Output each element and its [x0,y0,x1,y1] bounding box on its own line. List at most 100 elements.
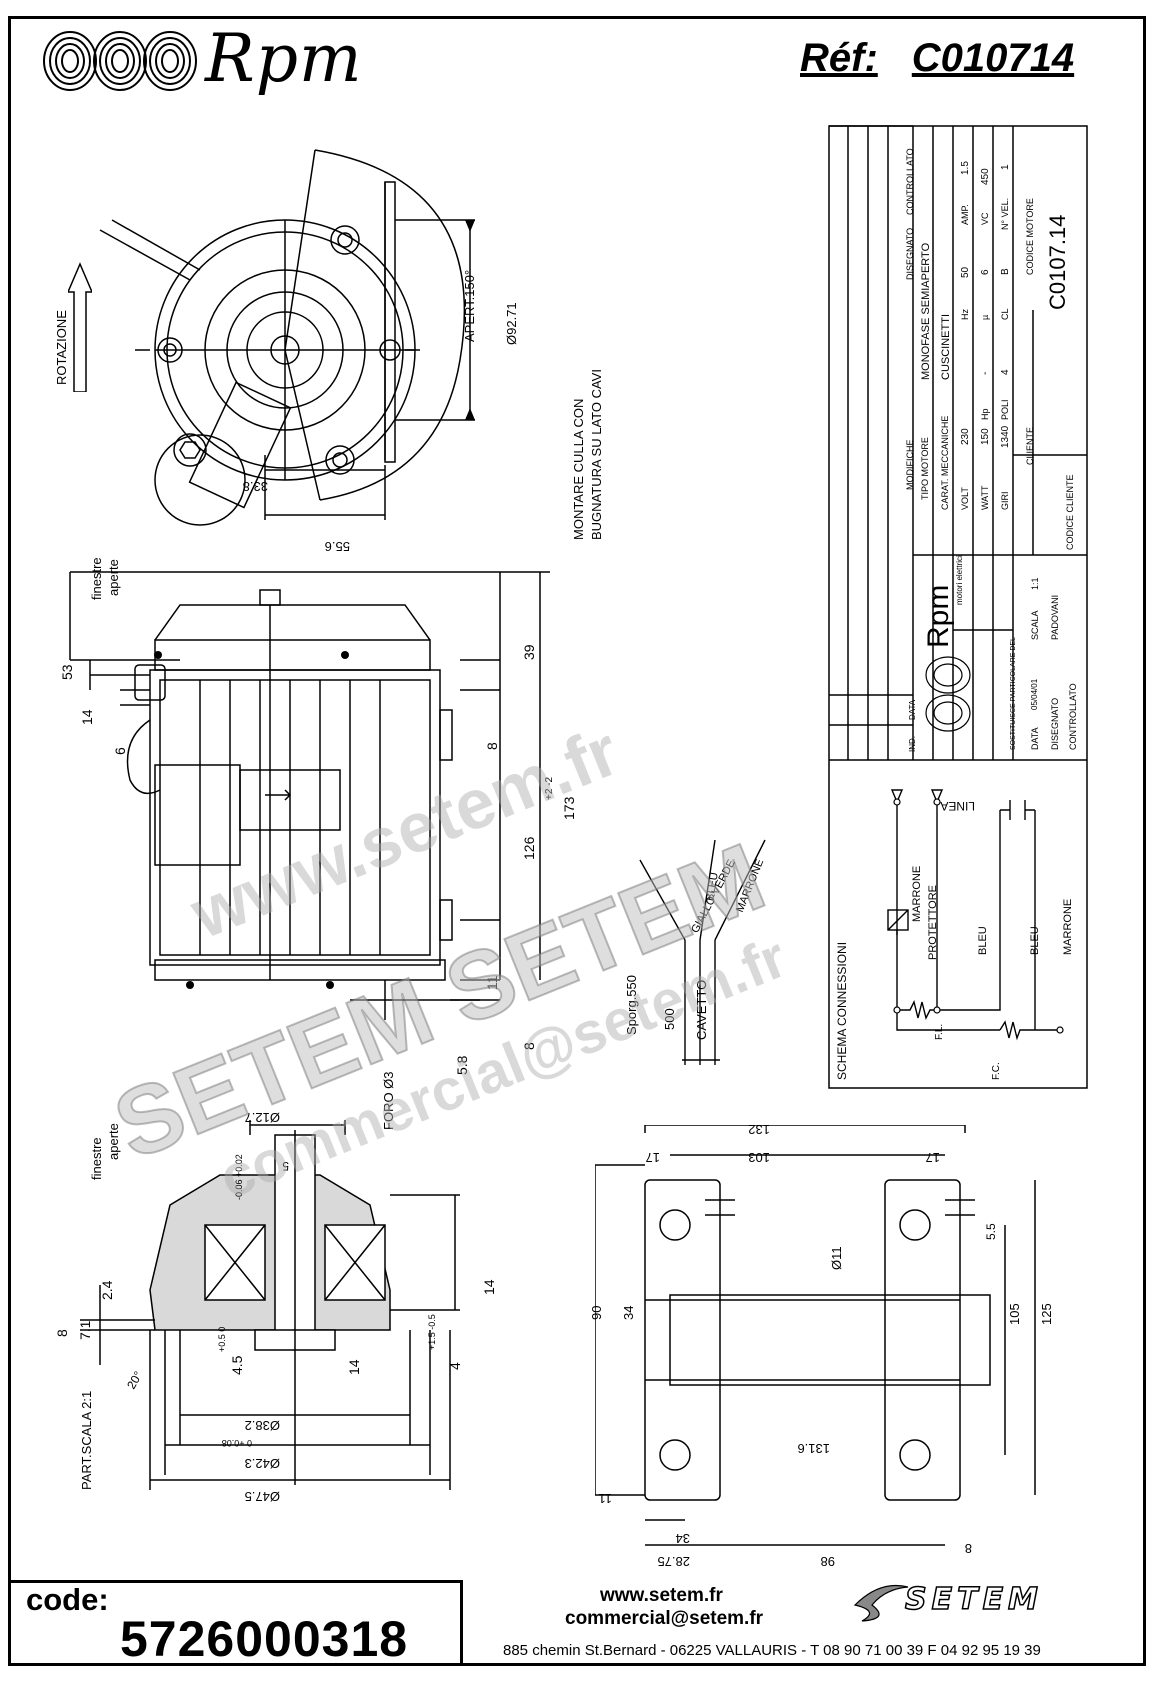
tb-rpm-sub: motori elettrici [955,555,964,605]
tb-vc-label: VC [980,212,990,225]
footer-email-link[interactable]: commercial@setem.fr [565,1608,764,1629]
dim-17-right: 17 [925,1150,940,1165]
dim-17-left: 17 [645,1150,660,1165]
tb-sostituisce: SOSTITUISCE PARTICOLARE DEL [1010,637,1017,750]
tb-disegnato2: DISEGNATO [1050,697,1060,750]
dim-53: 53 [59,664,75,680]
footer-website-link[interactable]: www.setem.fr [600,1585,723,1606]
cable-drawing [639,839,766,1065]
rotation-arrow-icon [68,262,92,392]
tb-tipo-motore: MONOFASE SEMIAPERTO [920,242,932,380]
tb-data-label: DATA [1030,727,1040,750]
dim-132: 132 [748,1122,770,1137]
tolerance-38-2: 0 +0.08 [221,1438,252,1448]
cradle-bottom-view [595,1125,1036,1546]
cable-label: CAVETTO [694,979,709,1040]
tb-codice-cliente: CODICE CLIENTE [1065,474,1075,550]
code-value: 5726000318 [120,1611,409,1667]
dim-14-detail-b: 14 [481,1279,497,1295]
schema-line-label: LINEA [940,799,975,813]
dim-131-6: 131.6 [797,1441,830,1456]
code-box [8,1580,463,1666]
title-block-frame [828,125,1088,1089]
dim-90: 90 [589,1305,604,1320]
schema-brown-1: MARRONE [911,865,923,922]
opening-angle-dim: APERT.150° [462,269,477,342]
dim-4-detail: 4 [447,1362,463,1370]
tb-scala-label: SCALA [1030,610,1040,640]
tb-carat-label: CARAT. MECCANICHE [940,415,950,510]
drawing-frame [8,16,1146,1666]
tb-poli: 4 [1000,369,1011,375]
dim-11-side: 11 [484,975,500,990]
tb-mu-label: µ [980,314,990,320]
dim-14-side: 14 [79,709,95,725]
tb-poli-label: POLI [1000,399,1010,420]
diameter-9271-dim: Ø92.71 [504,302,519,345]
diameter-38-2: Ø38.2 [244,1418,280,1433]
diameter-47-5: Ø47.5 [244,1489,280,1504]
motor-side-view [69,571,550,1020]
brand-title: Rpm [205,20,363,97]
tb-cl-label: CL [1000,308,1010,320]
dim-28-75: 28.75 [657,1554,690,1569]
tb-amp: 1.5 [960,161,971,175]
tb-hp-label: Hp [980,408,990,420]
dim-173: 173 [561,796,577,820]
tb-modifiche: MODIFICHE [905,439,915,491]
shaft-detail-section [80,1120,460,1490]
tb-amp-label: AMP. [960,204,970,225]
open-windows-top-label-2: aperte [106,559,121,596]
rotation-label: ROTAZIONE [54,310,69,385]
dim-103: 103 [748,1150,770,1165]
dim-125: 125 [1039,1303,1054,1325]
tb-carat: CUSCINETTI [940,314,952,380]
motor-top-view [99,149,475,526]
dim-7-1: 7.1 [77,1320,93,1340]
tb-ind: IND. [908,736,917,752]
tb-data: 05/04/01 [1030,678,1039,710]
dim-4-5: 4.5 [229,1355,245,1375]
tb-volt: 230 [960,428,971,445]
tb-rpm-coil-icon [925,656,971,732]
tb-cliente: CLIENTE [1025,426,1035,465]
dim-55-6: 55.6 [324,539,350,554]
tb-nvel-label: N° VEL. [1000,197,1010,230]
dim-8-lower: 8 [521,1042,537,1050]
dim-126: 126 [521,836,537,860]
schema-protector-label: PROTETTORE [927,885,939,960]
diameter-42-3: Ø42.3 [244,1456,280,1471]
mounting-note-line2: BUGNATURA SU LATO CAVI [589,369,604,540]
cable-protrusion-label: Sporg.550 [624,975,639,1035]
reference-code: Réf:C010714 [800,36,1075,80]
dim-5-5: 5.5 [984,1223,998,1240]
dim-8-detail: 8 [54,1329,70,1337]
dim-34-bottom: 34 [675,1531,690,1546]
wiring-schema [887,789,1064,1041]
dim-14-detail-a: 14 [346,1359,362,1375]
tb-hz-label: Hz [960,309,970,320]
tb-cl: B [1000,268,1011,275]
dim-2-4: 2.4 [99,1280,115,1300]
dim-8-cradle: 8 [964,1541,972,1556]
mounting-note-line1: MONTARE CULLA CON [571,398,586,540]
tb-disegnato: DISEGNATO [905,227,915,280]
tb-mu: 6 [980,269,991,275]
tolerance-173: +2 -2 [544,776,555,800]
shaft-diameter-12-7: Ø12.7 [244,1110,280,1125]
open-windows-top-label-1: finestre [89,557,104,600]
schema-blue-2: BLEU [1029,926,1041,955]
tb-watt: 150 [980,428,991,445]
tb-tipo-motore-label: TIPO MOTORE [920,437,930,500]
footer-address: 885 chemin St.Bernard - 06225 VALLAURIS … [503,1642,1041,1659]
tolerance-1-5: +1.5 -0.5 [427,1314,437,1350]
diameter-11-hole: Ø11 [829,1246,844,1270]
dim-11-cradle: 11 [598,1491,613,1506]
tolerance-0-5: +0.5 0 [217,1326,227,1352]
setem-logo: SETEM [904,1581,1043,1618]
dim-5-8: 5.8 [454,1055,470,1075]
tb-hz: 50 [960,266,971,278]
code-label: code: [26,1582,109,1617]
tb-codice-motore-label: CODICE MOTORE [1025,198,1035,275]
tb-giri: 1340 [1000,425,1011,448]
